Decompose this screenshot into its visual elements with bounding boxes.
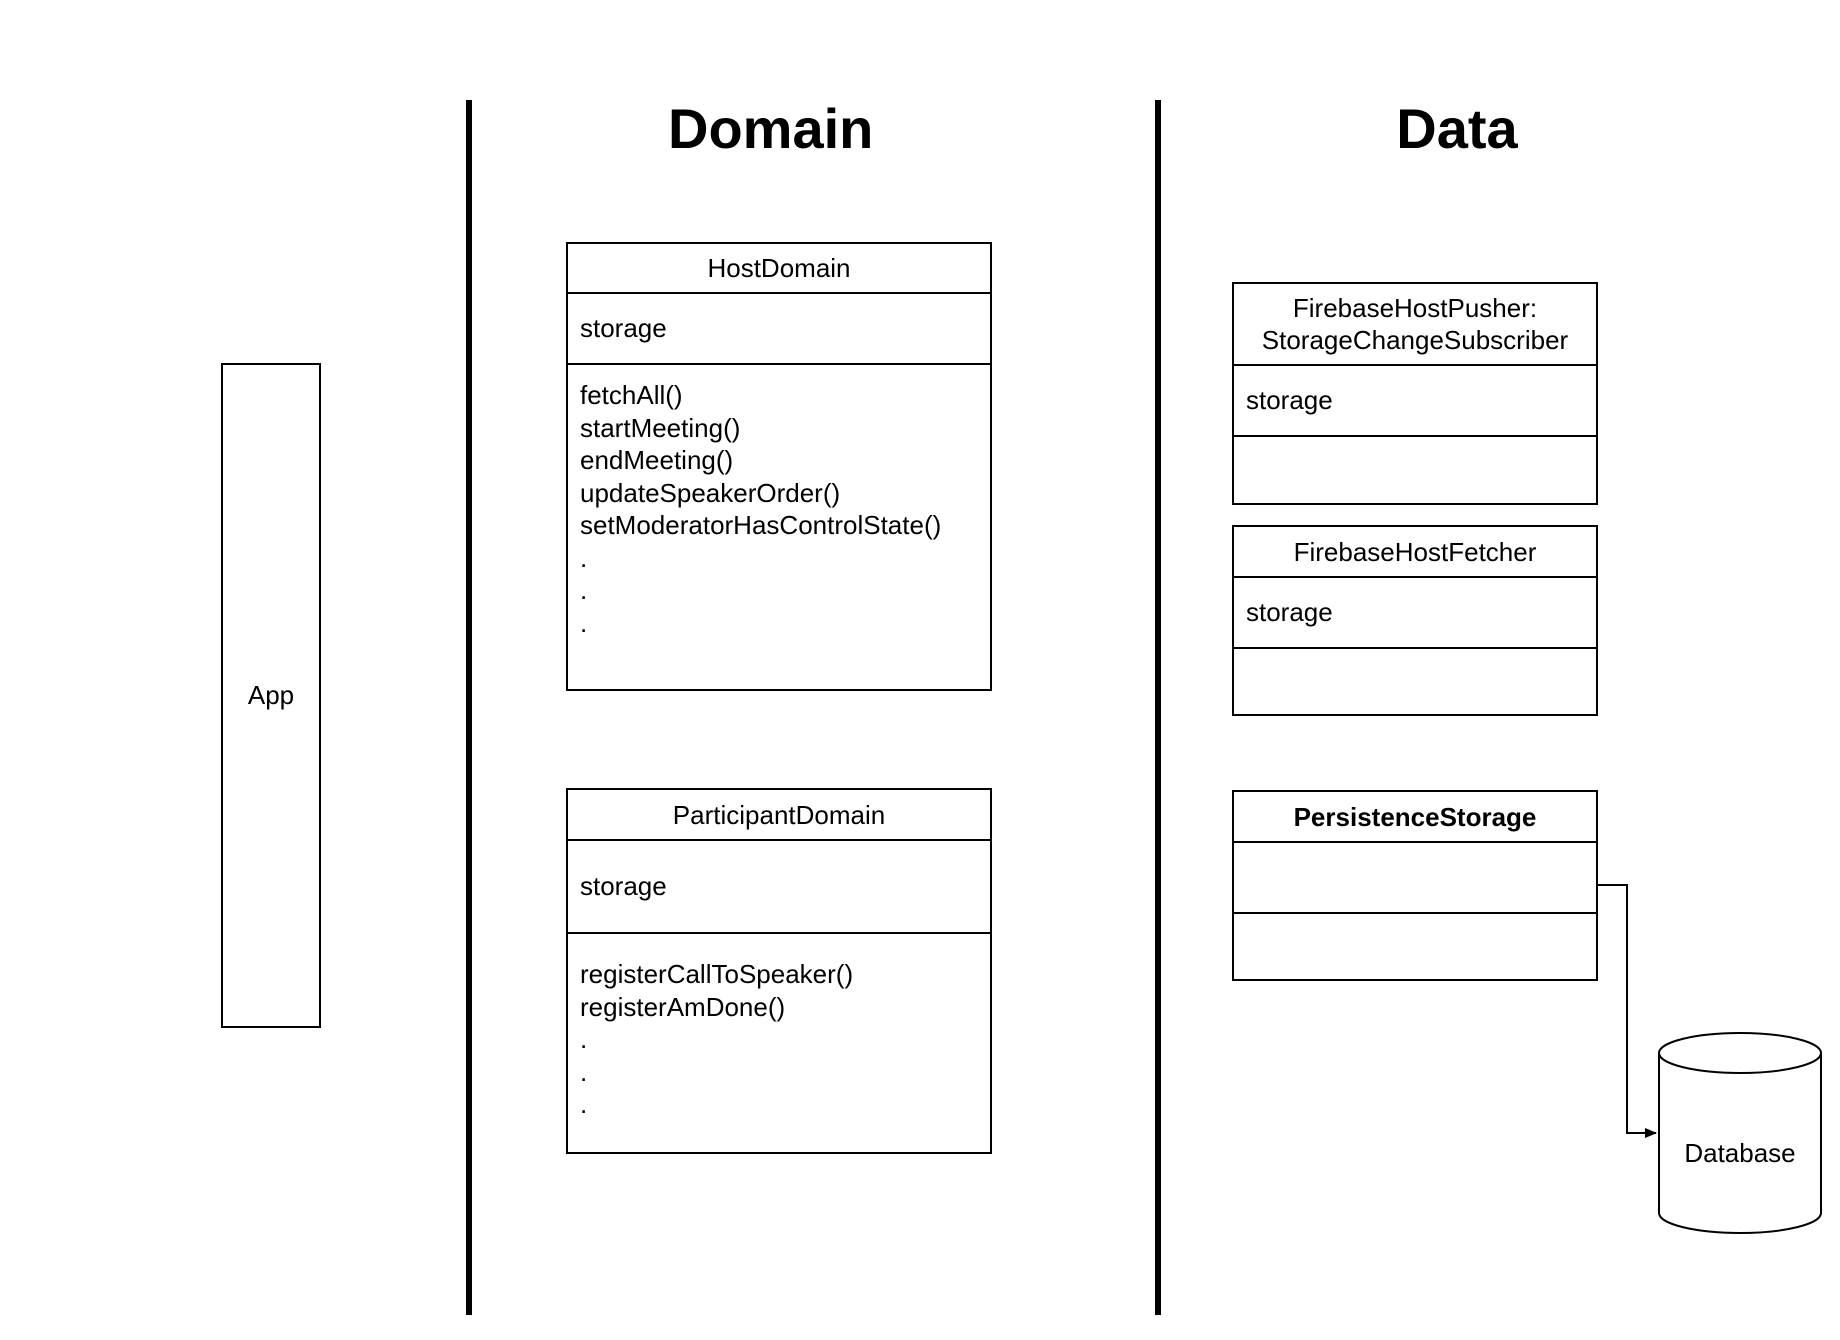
- class-firebase-host-fetcher-attributes: storage: [1234, 576, 1596, 647]
- class-participant-domain-title: ParticipantDomain: [568, 790, 990, 839]
- database-label: Database: [1684, 1138, 1796, 1168]
- class-host-domain-attributes: storage: [568, 292, 990, 363]
- class-firebase-host-fetcher-methods: [1234, 647, 1596, 714]
- ellipsis-dot: .: [580, 1056, 588, 1087]
- database-cylinder-icon[interactable]: [1658, 1032, 1822, 1234]
- connector-storage-to-database: [1598, 884, 1657, 1138]
- class-name-line1: FirebaseHostPusher:: [1292, 293, 1538, 323]
- heading-domain: Domain: [668, 97, 874, 160]
- divider-domain-data: [1155, 100, 1161, 1315]
- attribute-storage: storage: [1246, 597, 1333, 627]
- divider-app-domain: [466, 100, 472, 1315]
- class-firebase-host-fetcher[interactable]: FirebaseHostFetcher storage: [1232, 525, 1598, 716]
- class-host-domain-title: HostDomain: [568, 244, 990, 292]
- class-persistence-storage-methods: [1234, 912, 1596, 979]
- class-name: HostDomain: [707, 253, 851, 283]
- attribute-storage: storage: [580, 313, 667, 343]
- attribute-storage: storage: [580, 871, 667, 901]
- class-firebase-host-pusher-title: FirebaseHostPusher: StorageChangeSubscri…: [1234, 284, 1596, 364]
- class-name: PersistenceStorage: [1293, 801, 1537, 832]
- class-host-domain[interactable]: HostDomain storage fetchAll() startMeeti…: [566, 242, 992, 691]
- method-item: updateSpeakerOrder(): [580, 477, 841, 508]
- method-item: fetchAll(): [580, 380, 683, 410]
- class-name: FirebaseHostFetcher: [1293, 536, 1537, 567]
- class-name: ParticipantDomain: [672, 799, 886, 830]
- app-box[interactable]: App: [221, 363, 321, 1028]
- class-persistence-storage-title: PersistenceStorage: [1234, 792, 1596, 841]
- class-persistence-storage-attributes: [1234, 841, 1596, 912]
- ellipsis-dot: .: [580, 607, 588, 638]
- ellipsis-dot: .: [580, 542, 588, 573]
- class-firebase-host-pusher-methods: [1234, 435, 1596, 503]
- method-item: startMeeting(): [580, 412, 741, 443]
- method-item: registerCallToSpeaker(): [580, 959, 854, 989]
- class-firebase-host-pusher[interactable]: FirebaseHostPusher: StorageChangeSubscri…: [1232, 282, 1598, 505]
- class-name-line2: StorageChangeSubscriber: [1261, 325, 1569, 355]
- ellipsis-dot: .: [580, 1089, 588, 1119]
- attribute-storage: storage: [1246, 385, 1333, 415]
- class-participant-domain[interactable]: ParticipantDomain storage registerCallTo…: [566, 788, 992, 1154]
- ellipsis-dot: .: [580, 575, 588, 605]
- class-participant-domain-methods: registerCallToSpeaker() registerAmDone()…: [568, 932, 990, 1152]
- method-item: endMeeting(): [580, 445, 734, 475]
- method-item: registerAmDone(): [580, 991, 786, 1022]
- class-persistence-storage[interactable]: PersistenceStorage: [1232, 790, 1598, 981]
- class-host-domain-methods: fetchAll() startMeeting() endMeeting() u…: [568, 363, 990, 689]
- class-firebase-host-fetcher-title: FirebaseHostFetcher: [1234, 527, 1596, 576]
- class-participant-domain-attributes: storage: [568, 839, 990, 932]
- ellipsis-dot: .: [580, 1024, 588, 1054]
- app-label: App: [247, 680, 295, 710]
- heading-data: Data: [1396, 97, 1518, 160]
- method-item: setModeratorHasControlState(): [580, 510, 942, 540]
- class-firebase-host-pusher-attributes: storage: [1234, 364, 1596, 435]
